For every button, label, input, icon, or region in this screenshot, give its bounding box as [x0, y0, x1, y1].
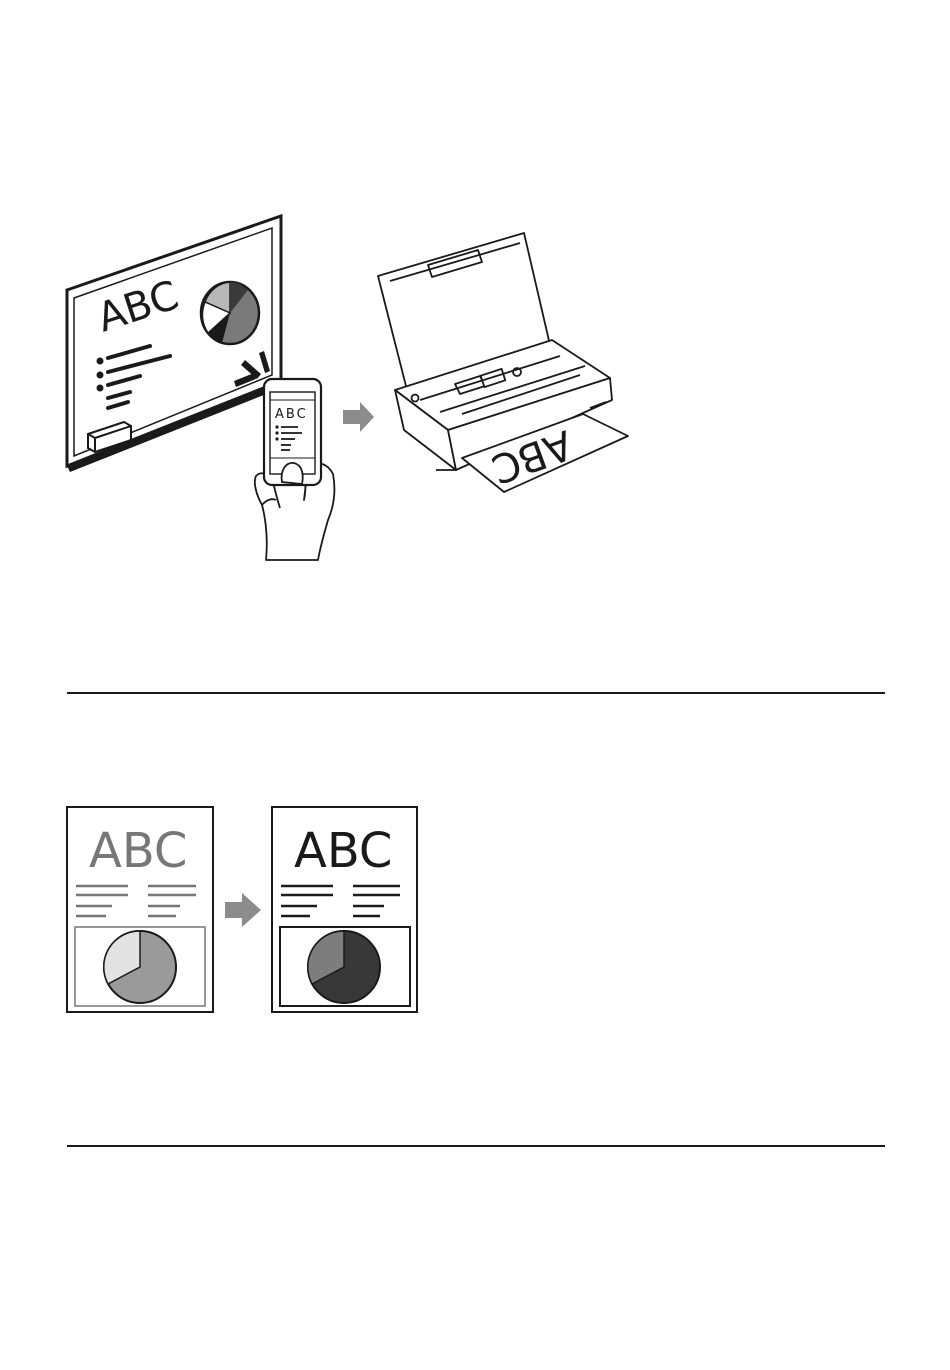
section-divider-2: [67, 1145, 885, 1147]
figure-whiteboard-to-printer: ABC: [55, 205, 645, 570]
arrow-right-icon: [225, 893, 261, 927]
portable-printer-illustration: ABC: [378, 233, 628, 492]
before-pie-chart: [104, 931, 176, 1003]
arrow-right-icon: [343, 402, 374, 432]
section-divider-1: [67, 692, 885, 694]
figure-contrast-enhancement: ABC ABC: [60, 800, 425, 1022]
document-before: ABC: [67, 807, 213, 1012]
whiteboard-pie-chart: [201, 282, 259, 344]
before-heading: ABC: [89, 823, 187, 879]
after-pie-chart: [308, 931, 380, 1003]
phone-screen-heading: ABC: [275, 407, 308, 422]
smartphone-illustration: ABC: [264, 379, 321, 485]
after-heading: ABC: [294, 823, 392, 879]
whiteboard-illustration: ABC: [67, 216, 284, 472]
document-after: ABC: [272, 807, 417, 1012]
